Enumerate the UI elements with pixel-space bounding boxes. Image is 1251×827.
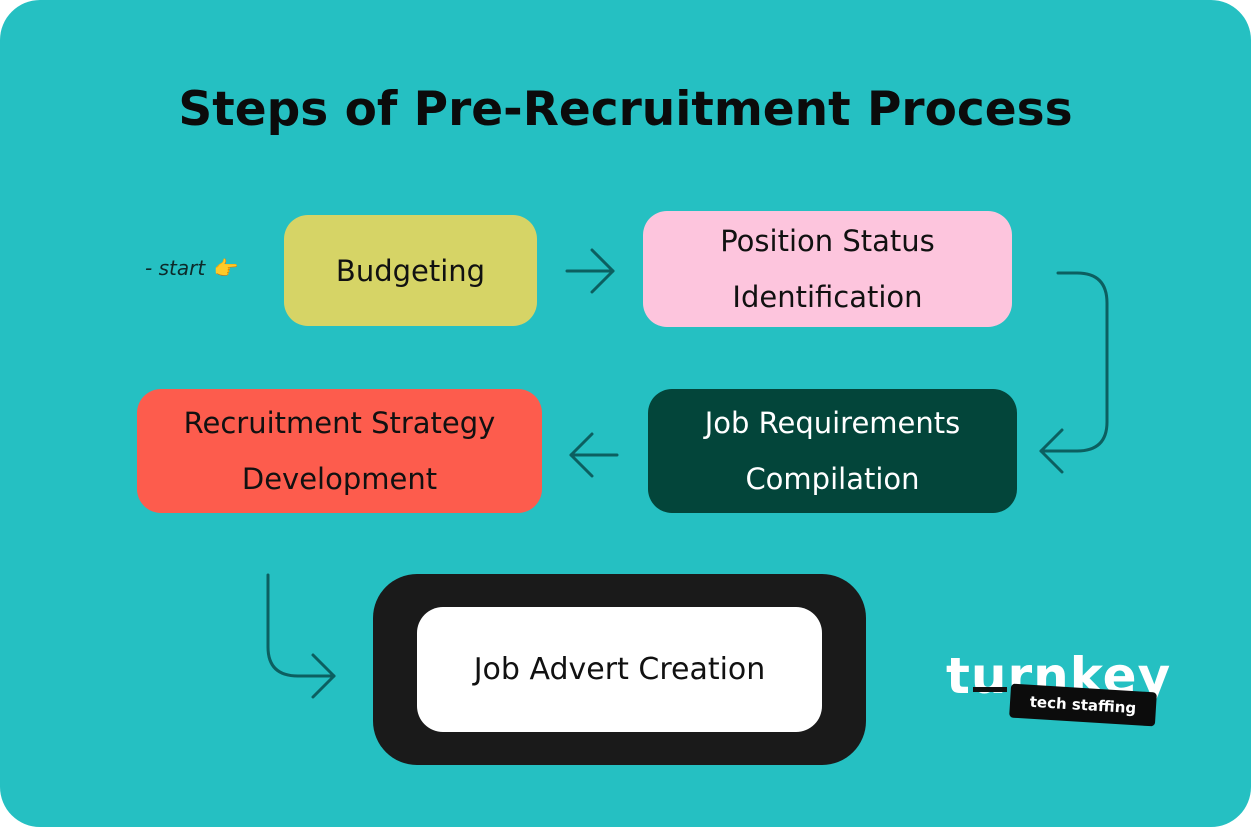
step-job-advert-creation: Job Advert Creation <box>417 607 822 732</box>
logo-underline-accent <box>973 687 1007 692</box>
step-label-line-2: Development <box>241 462 438 496</box>
arrow-right-icon <box>565 248 615 294</box>
page-title: Steps of Pre-Recruitment Process <box>178 82 1073 137</box>
step-label-line-1: Job Requirements <box>704 406 961 440</box>
step-label-line-2: Compilation <box>745 462 920 496</box>
step-label: Job Advert Creation <box>473 651 766 687</box>
turnkey-logo: turnkey tech staffing <box>946 648 1176 738</box>
start-label: - start 👉 <box>145 256 238 280</box>
start-text: - start <box>145 256 206 280</box>
step-position-status-identification: Position Status Identification <box>643 211 1012 327</box>
step-recruitment-strategy-development: Recruitment Strategy Development <box>137 389 542 513</box>
arrow-left-icon <box>569 432 619 478</box>
step-label-line-1: Position Status <box>720 224 935 258</box>
pointing-right-hand-icon: 👉 <box>213 256 239 280</box>
step-label-line-1: Recruitment Strategy <box>183 406 496 440</box>
step-label-line-2: Identification <box>732 280 923 314</box>
step-label: Budgeting <box>335 253 486 288</box>
step-job-requirements-compilation: Job Requirements Compilation <box>648 389 1017 513</box>
arrow-curve-down-right-icon <box>266 573 336 699</box>
step-budgeting: Budgeting <box>284 215 537 326</box>
arrow-curve-down-left-icon <box>1039 271 1109 474</box>
